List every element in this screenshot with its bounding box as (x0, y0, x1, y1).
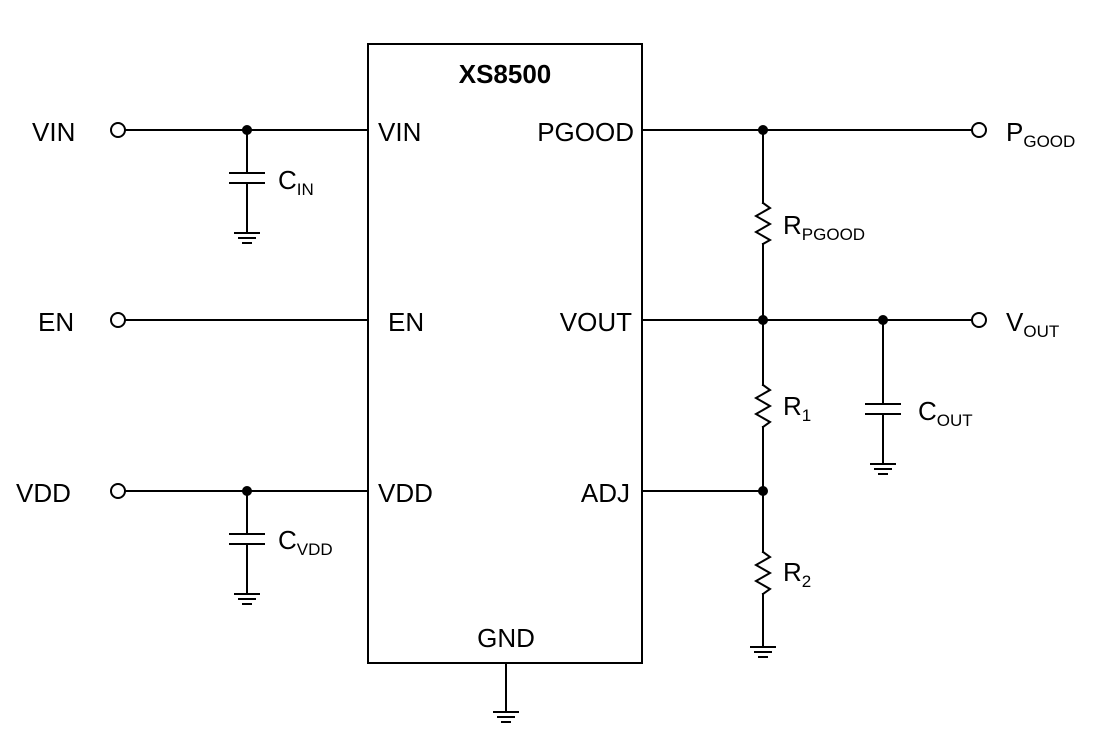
pin-label-pgood: PGOOD (537, 117, 634, 147)
label-cin: CIN (278, 165, 314, 199)
pin-label-vdd: VDD (378, 478, 433, 508)
capacitor-cvdd (229, 490, 265, 594)
terminal-vdd (110, 483, 126, 499)
resistor-r1 (753, 319, 773, 492)
pin-label-adj: ADJ (581, 478, 630, 508)
ground-cout (870, 463, 896, 475)
capacitor-cin (229, 129, 265, 233)
terminal-en (110, 312, 126, 328)
terminal-pgood (971, 122, 987, 138)
chip-name: XS8500 (459, 59, 552, 89)
terminal-vin (110, 122, 126, 138)
ground-cvdd (234, 593, 260, 605)
pin-label-en: EN (388, 307, 424, 337)
label-r2: R2 (783, 557, 811, 591)
terminal-vout (971, 312, 987, 328)
label-r1: R1 (783, 391, 811, 425)
resistor-rpgood (753, 129, 773, 321)
ground-ic (493, 662, 519, 723)
pin-label-vin: VIN (378, 117, 421, 147)
terminal-label-vin: VIN (32, 117, 75, 147)
resistor-r2 (753, 490, 773, 647)
label-cout: COUT (918, 396, 973, 430)
terminal-label-en: EN (38, 307, 74, 337)
ground-r2 (750, 646, 776, 658)
label-cvdd: CVDD (278, 525, 333, 559)
terminal-label-vdd: VDD (16, 478, 71, 508)
pin-label-gnd: GND (477, 623, 535, 653)
label-rpgood: RPGOOD (783, 210, 865, 244)
terminal-label-pgood: PGOOD (1006, 117, 1075, 151)
terminal-label-vout: VOUT (1006, 307, 1059, 341)
capacitor-cout (865, 319, 901, 464)
pin-label-vout: VOUT (560, 307, 632, 337)
ground-cin (234, 232, 260, 244)
